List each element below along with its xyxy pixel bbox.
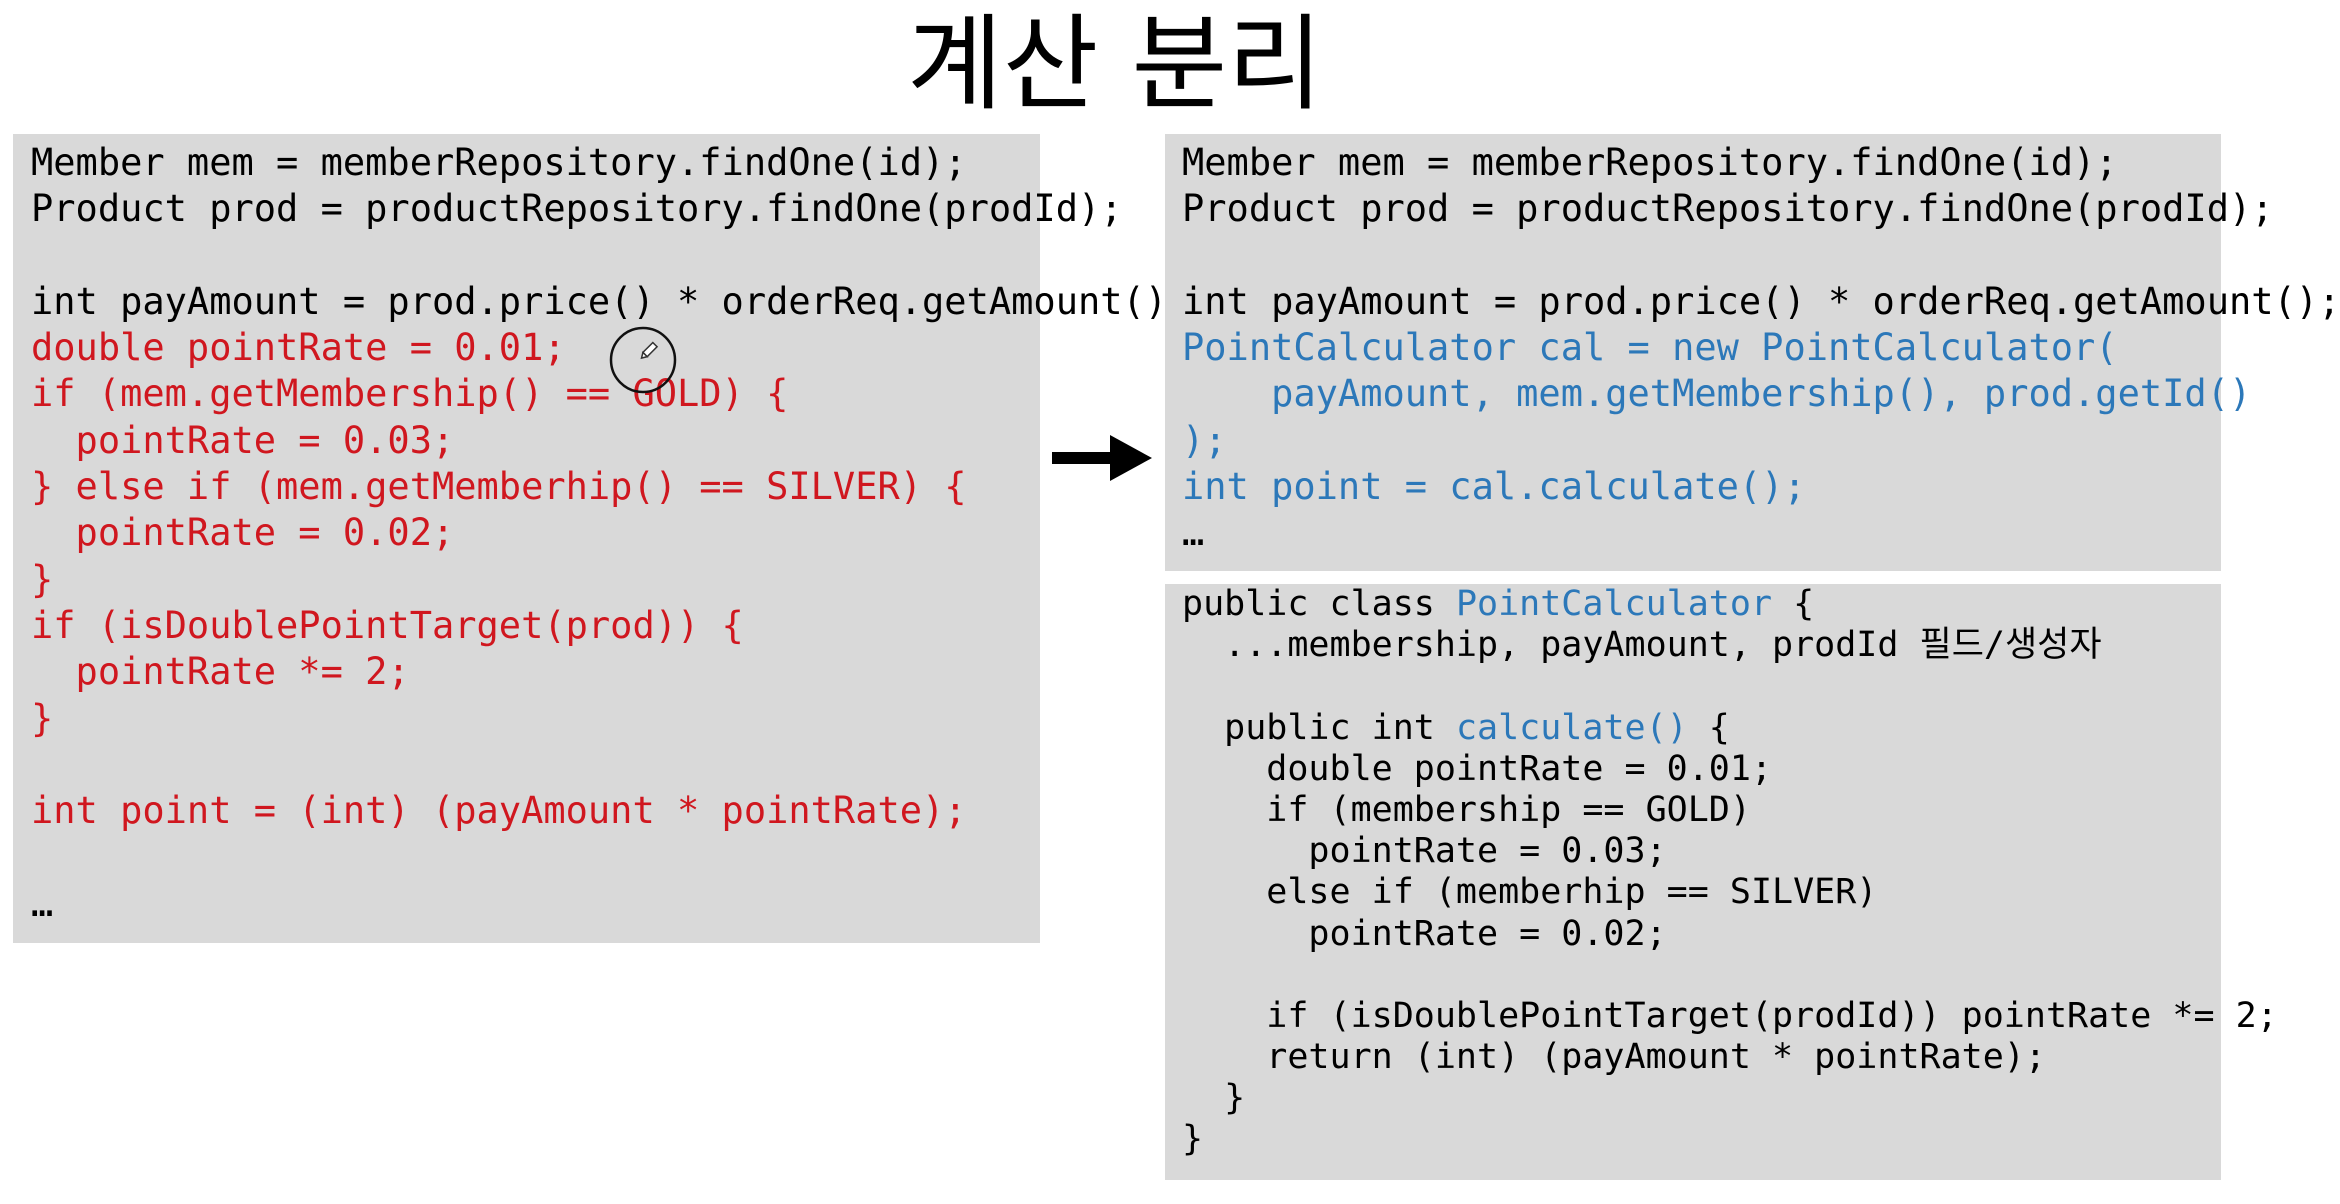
code-line: } else if (mem.getMemberhip() == SILVER)… (31, 465, 967, 509)
code-line: public int calculate() { (1182, 708, 2221, 749)
code-line: if (isDoublePointTarget(prod)) { (31, 603, 744, 647)
code-token: else if (memberhip == SILVER) (1182, 872, 1878, 913)
code-line: } (1182, 1078, 2221, 1119)
code-token: if (isDoublePointTarget(prodId)) pointRa… (1182, 995, 2278, 1036)
code-line (31, 834, 1040, 880)
code-token: public int (1182, 707, 1456, 748)
slide-title: 계산 분리 (907, 3, 1323, 125)
code-token: double pointRate = 0.01; (1182, 748, 1773, 789)
code-line: pointRate = 0.02; (1182, 914, 2221, 955)
code-line (1182, 666, 2221, 707)
code-line: return (int) (payAmount * pointRate); (1182, 1037, 2221, 1078)
code-token: public class (1182, 584, 1456, 624)
code-line: ...membership, payAmount, prodId 필드/생성자 (1182, 625, 2221, 666)
code-line: payAmount, mem.getMembership(), prod.get… (1182, 372, 2252, 416)
refactored-code-panel: Member mem = memberRepository.findOne(id… (1165, 134, 2340, 571)
code-line: if (membership == GOLD) (1182, 790, 2221, 831)
code-line: Product prod = productRepository.findOne… (1182, 187, 2274, 231)
code-line: Member mem = memberRepository.findOne(id… (1182, 141, 2118, 184)
code-line: pointRate *= 2; (31, 650, 410, 694)
refactored-code-block: Member mem = memberRepository.findOne(id… (1182, 140, 2340, 557)
code-line: ); (1182, 418, 1227, 462)
code-line: int payAmount = prod.price() * orderReq.… (1182, 279, 2340, 323)
code-line: … (31, 881, 54, 925)
code-line: else if (memberhip == SILVER) (1182, 872, 2221, 913)
code-line (1182, 233, 2221, 279)
code-line: Member mem = memberRepository.findOne(id… (31, 141, 967, 184)
code-line: } (31, 696, 54, 740)
code-token: pointRate = 0.02; (1182, 913, 1667, 954)
code-token: if (membership == GOLD) (1182, 789, 1751, 830)
code-line (31, 742, 1040, 788)
original-code-panel: Member mem = memberRepository.findOne(id… (13, 134, 1190, 943)
highlighted-code-token: PointCalculator (1455, 584, 1773, 624)
code-line: if (mem.getMembership() == GOLD) { (31, 372, 789, 416)
code-line: … (1182, 511, 1205, 555)
code-token: { (1772, 584, 1815, 624)
code-line: PointCalculator cal = new PointCalculato… (1182, 326, 2118, 370)
point-calculator-class-panel: public class PointCalculator { ...member… (1165, 584, 2278, 1180)
code-line (31, 233, 1040, 279)
code-token: return (int) (payAmount * pointRate); (1182, 1037, 2046, 1078)
code-line (1182, 955, 2221, 996)
code-line: double pointRate = 0.01; (1182, 749, 2221, 790)
code-token: ...membership, payAmount, prodId 필드/생성자 (1182, 625, 2102, 666)
right-arrow-icon (1052, 435, 1152, 481)
code-line: Product prod = productRepository.findOne… (31, 187, 1123, 231)
original-code-block: Member mem = memberRepository.findOne(id… (31, 140, 1190, 927)
highlighted-code-token: calculate() (1455, 707, 1688, 748)
code-line: pointRate = 0.03; (31, 418, 455, 462)
code-line: } (31, 557, 54, 601)
code-line: int point = cal.calculate(); (1182, 465, 1806, 509)
code-line: if (isDoublePointTarget(prodId)) pointRa… (1182, 996, 2277, 1037)
code-line: pointRate = 0.03; (1182, 831, 2221, 872)
code-line: } (1182, 1119, 2221, 1160)
code-line: int point = (int) (payAmount * pointRate… (31, 789, 967, 833)
code-line: int payAmount = prod.price() * orderReq.… (31, 279, 1190, 323)
code-token: } (1182, 1119, 1204, 1160)
code-token: { (1687, 707, 1730, 748)
point-calculator-code-block: public class PointCalculator { ...member… (1182, 584, 2278, 1161)
pen-cursor-icon (609, 326, 677, 394)
code-line: pointRate = 0.02; (31, 511, 455, 555)
code-line: public class PointCalculator { (1182, 584, 2221, 625)
code-line: double pointRate = 0.01; (31, 326, 566, 370)
code-token: pointRate = 0.03; (1182, 831, 1667, 872)
code-token: } (1182, 1078, 1246, 1119)
